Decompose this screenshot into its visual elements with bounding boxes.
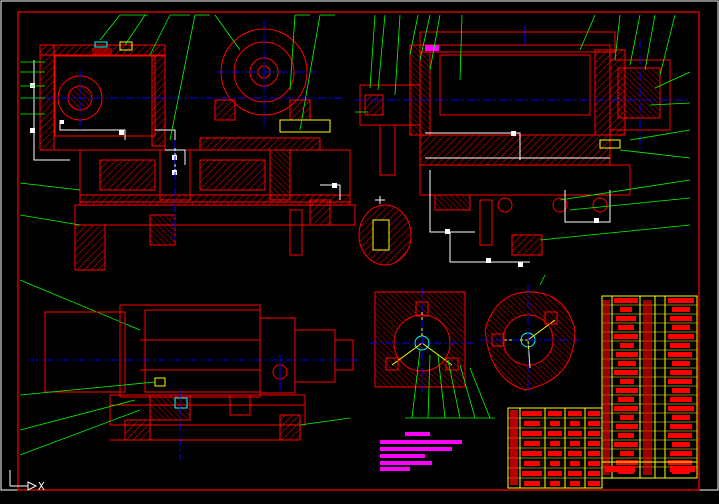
top-right-leader-lines [355, 14, 691, 241]
sheet-frame [0, 0, 719, 491]
title-block-table [507, 407, 698, 489]
parts-list-table [601, 295, 698, 479]
ucs-axis-icon [9, 470, 38, 491]
bottom-section-leader-lines [405, 274, 546, 419]
top-right-section-view [355, 25, 690, 267]
bottom-section-view-left [370, 288, 475, 395]
detail-view-a [358, 196, 412, 266]
top-left-leader-lines [19, 14, 335, 331]
technical-requirements-notes [380, 432, 462, 471]
ucs-x-axis-label: X [38, 480, 45, 493]
top-left-section-view [30, 20, 356, 271]
bottom-left-motor-view [30, 304, 360, 460]
bottom-left-leader-lines [19, 381, 351, 456]
bottom-section-view-right [480, 285, 580, 395]
